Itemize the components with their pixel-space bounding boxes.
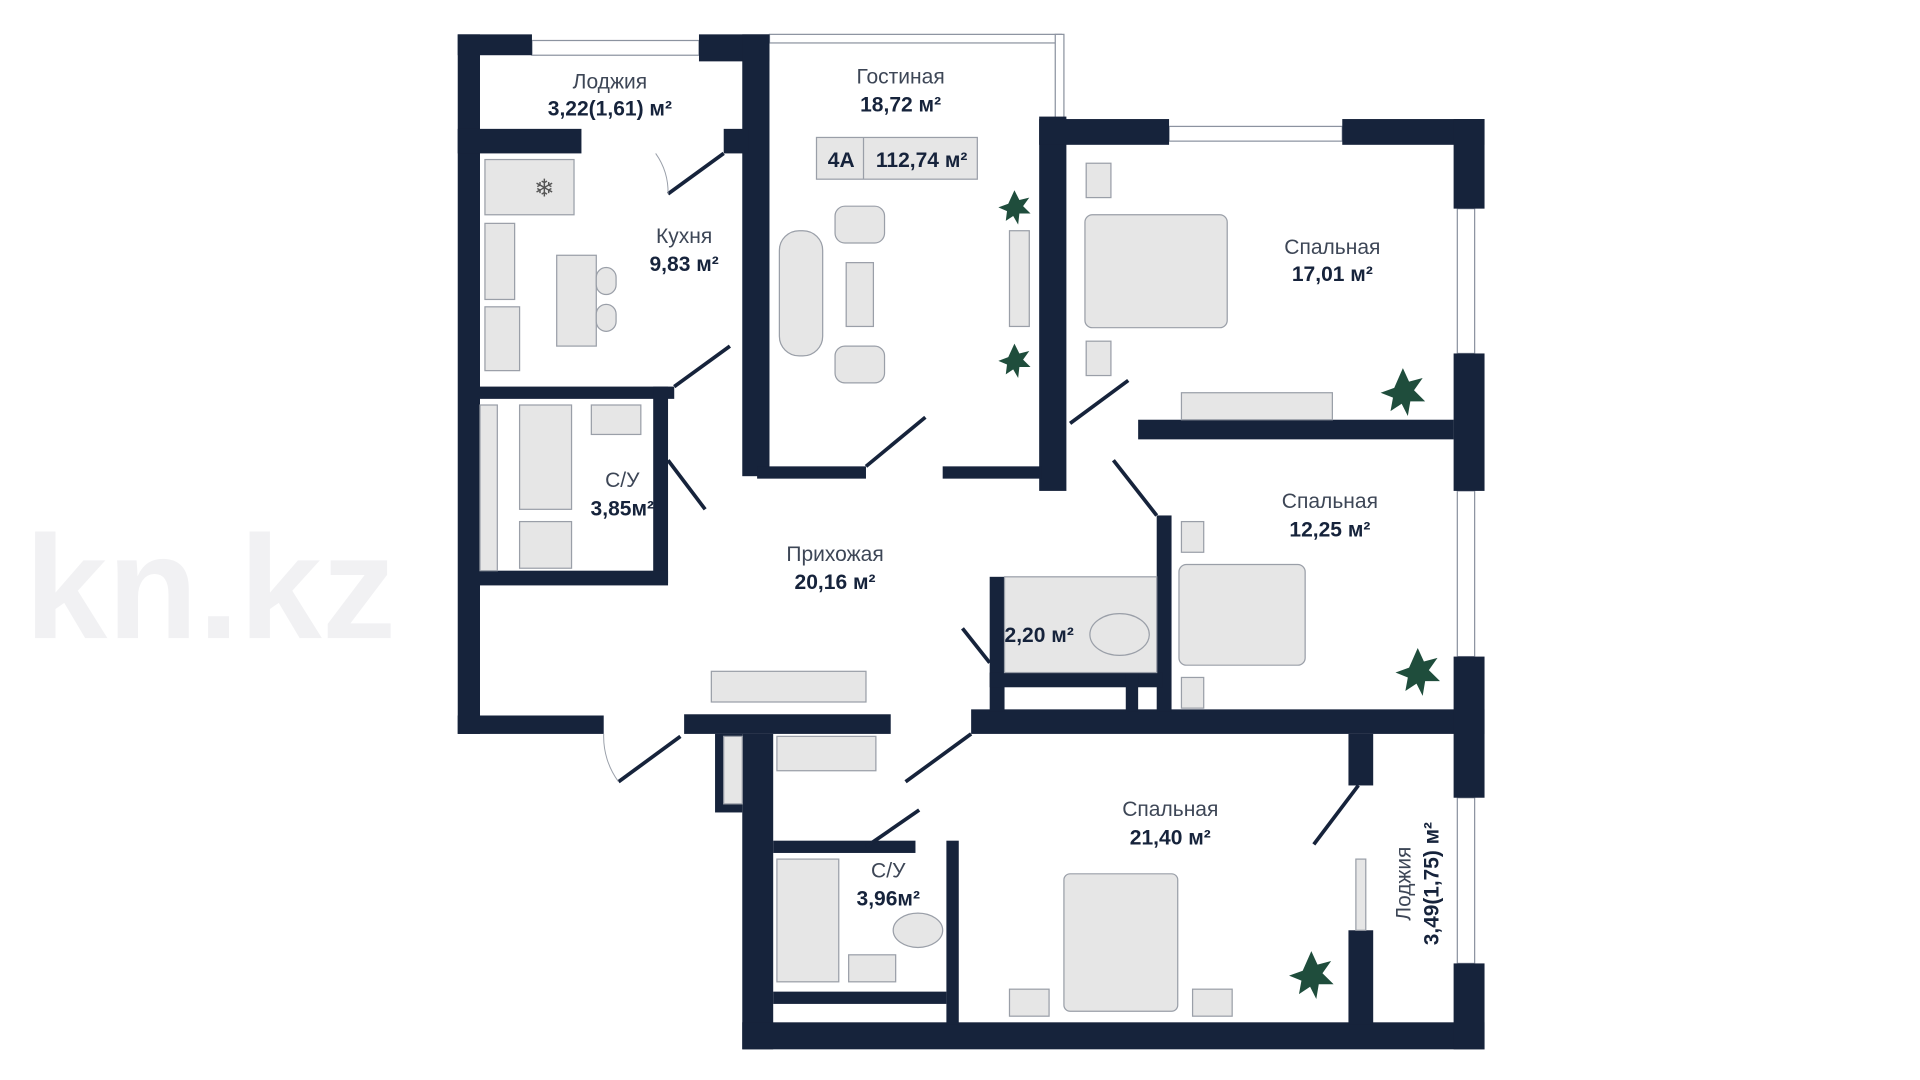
watermark: kn.kz [25,506,396,670]
room-name: Спальная [1122,798,1218,821]
total-area: 112,74 м² [876,149,968,172]
room-area: 3,22(1,61) м² [548,97,672,120]
room-area: 3,96м² [857,888,920,911]
room-area: 20,16 м² [795,571,876,594]
plants [998,190,1440,999]
room-area: 3,49(1,75) м² [1421,822,1444,945]
room-area: 9,83 м² [649,253,718,276]
room-name: Кухня [656,225,712,248]
room-name: С/У [605,469,640,492]
room-name: Прихожая [786,543,883,566]
room-area: 17,01 м² [1292,263,1373,286]
plant-icon [998,343,1031,378]
room-area: 18,72 м² [860,94,941,117]
room-name: Лоджия [1392,847,1415,921]
windows [531,33,1476,965]
doors [603,151,1360,849]
apartment-code: 4A [828,149,855,172]
plant-icon [1380,368,1426,417]
plant-icon [1395,648,1440,696]
room-area: 12,25 м² [1289,518,1370,541]
plant-icon [1289,951,1334,999]
fridge-icon: ❄ [534,175,555,202]
furniture: ❄ [479,136,1367,1017]
room-name: Лоджия [573,70,647,93]
walls [457,34,1485,1050]
room-name: Спальная [1284,236,1380,259]
room-area: 3,85м² [591,498,654,521]
room-area: 21,40 м² [1130,826,1211,849]
room-area: 2,20 м² [1005,624,1074,647]
room-name: С/У [871,860,906,883]
plant-icon [998,190,1031,225]
room-name: Гостиная [856,66,944,89]
labels: 4A 112,74 м² Лоджия 3,22(1,61) м² Гостин… [548,66,1444,946]
room-name: Спальная [1282,490,1378,513]
